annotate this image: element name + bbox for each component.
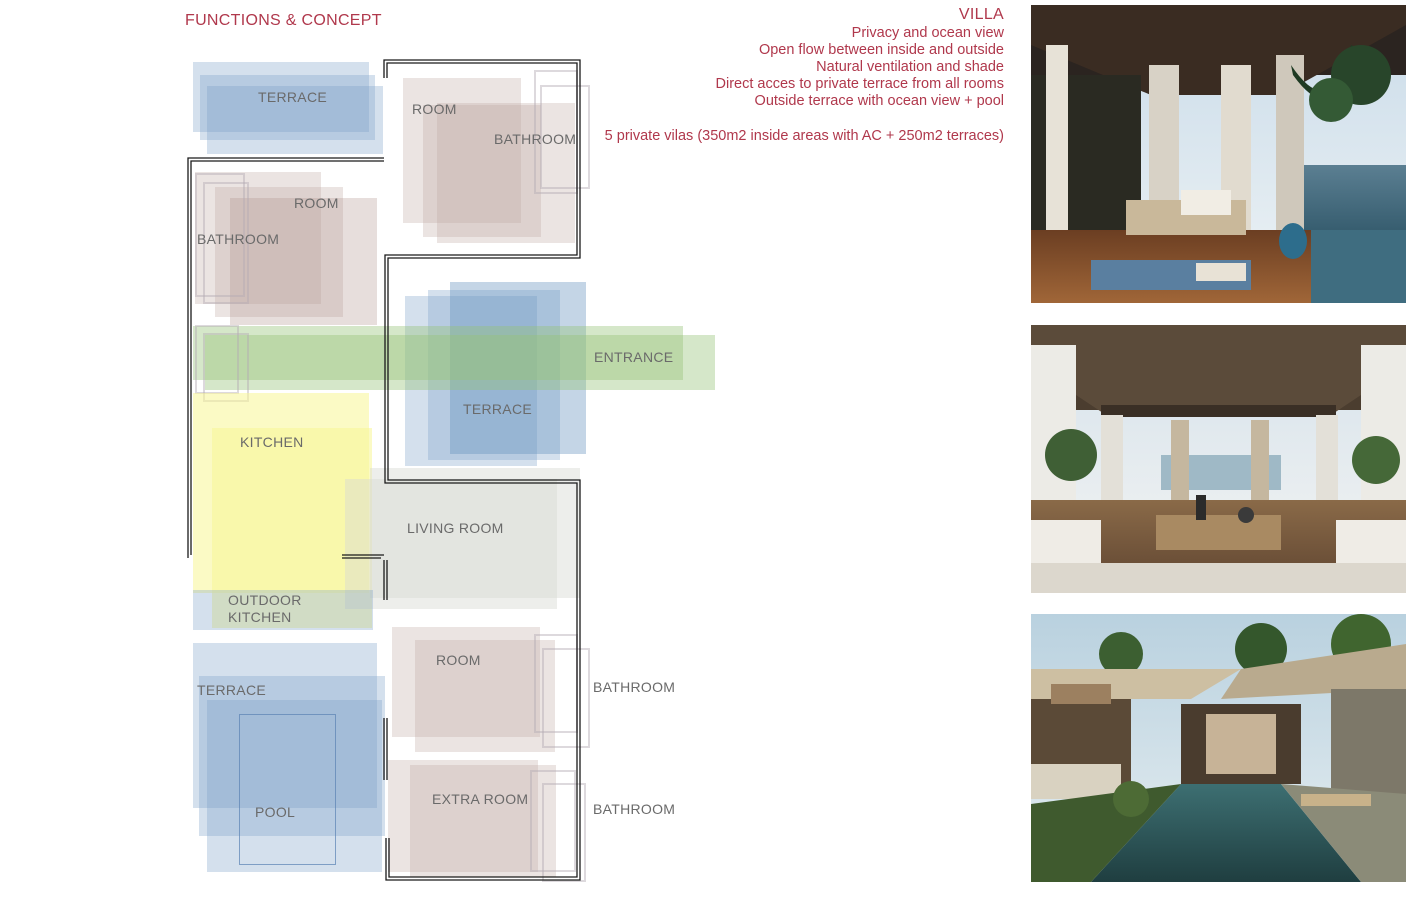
bathroom-top-right-label: BATHROOM xyxy=(494,131,577,147)
villa-summary: 5 private vilas (350m2 inside areas with… xyxy=(604,128,1004,144)
bathroom-bottom-1-label: BATHROOM xyxy=(593,679,676,695)
room-left-label: ROOM xyxy=(294,195,339,211)
outdoor-kitchen-label-line1: OUTDOOR xyxy=(228,592,302,608)
wall-outline xyxy=(187,59,581,881)
feature-item: Privacy and ocean view xyxy=(851,25,1004,41)
functions-concept-title: FUNCTIONS & CONCEPT xyxy=(185,12,382,29)
floor-plan: TERRACE ROOM BATHROOM ROOM BATHROOM ENTR… xyxy=(187,59,715,882)
extra-room-label: EXTRA ROOM xyxy=(432,791,529,807)
entrance-label: ENTRANCE xyxy=(594,349,674,365)
villa-photo-pool xyxy=(1031,614,1406,882)
bathroom-bottom-2-label: BATHROOM xyxy=(593,801,676,817)
feature-item: Direct acces to private terrace from all… xyxy=(715,76,1004,92)
villa-title: VILLA xyxy=(958,6,1004,23)
pool-label: POOL xyxy=(255,804,296,820)
feature-item: Open flow between inside and outside xyxy=(758,42,1004,58)
kitchen-label: KITCHEN xyxy=(240,434,304,450)
terrace-mid-label: TERRACE xyxy=(463,401,532,417)
villa-photo-living xyxy=(1031,325,1406,593)
feature-item: Outside terrace with ocean view + pool xyxy=(754,93,1004,109)
outdoor-kitchen-label-line2: KITCHEN xyxy=(228,609,292,625)
terrace-top-label: TERRACE xyxy=(258,89,327,105)
room-top-right-label: ROOM xyxy=(412,101,457,117)
bathroom-left-label: BATHROOM xyxy=(197,231,280,247)
terrace-bottom-label: TERRACE xyxy=(197,682,266,698)
room-bottom-label: ROOM xyxy=(436,652,481,668)
feature-list: Privacy and ocean view Open flow between… xyxy=(584,25,1004,110)
living-room-label: LIVING ROOM xyxy=(407,520,504,536)
feature-item: Natural ventilation and shade xyxy=(816,59,1004,75)
villa-photo-pavilion xyxy=(1031,5,1406,303)
